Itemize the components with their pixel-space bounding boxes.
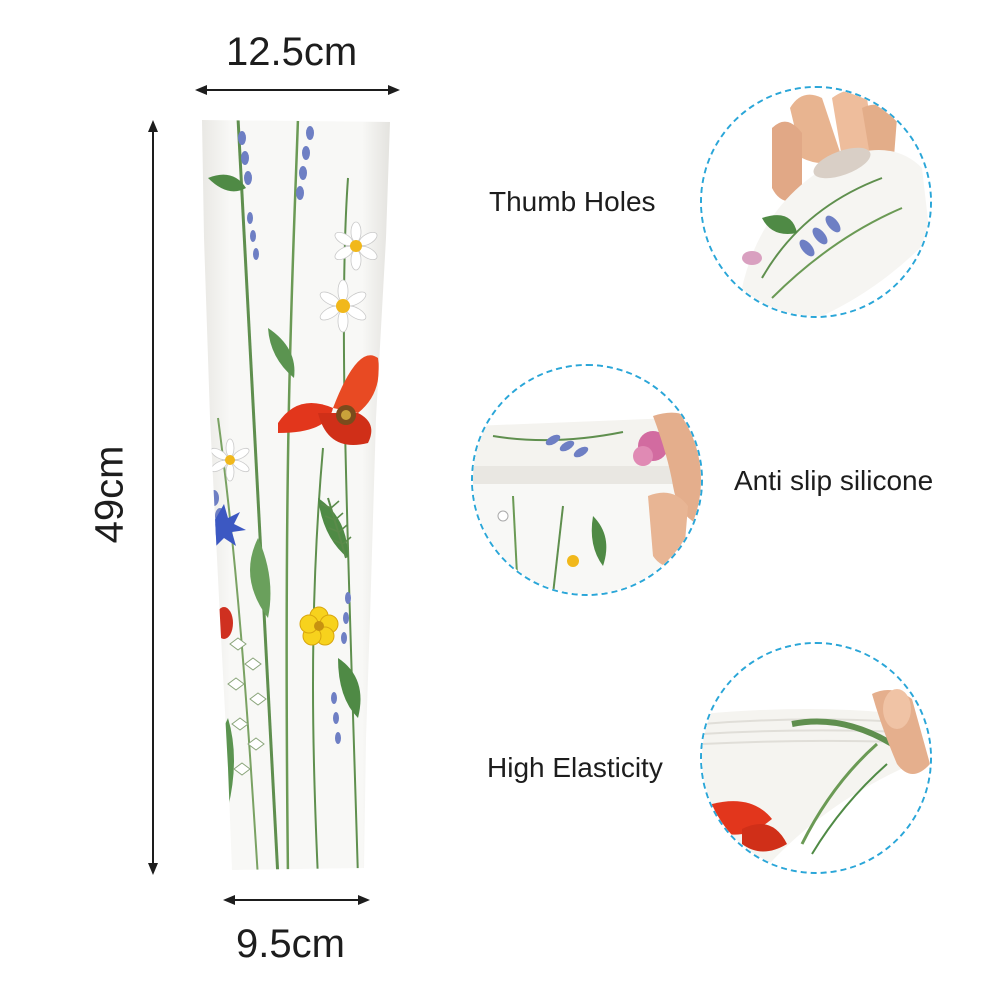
top-width-arrow	[195, 85, 400, 95]
feature-label-high-elasticity: High Elasticity	[487, 752, 663, 783]
feature-label-thumb-holes: Thumb Holes	[489, 186, 656, 217]
top-width-label: 12.5cm	[226, 30, 358, 74]
length-label: 49cm	[87, 445, 132, 544]
arm-sleeve-image	[202, 120, 390, 870]
thumb-hole-detail-image	[700, 86, 932, 318]
feature-label-anti-slip-silicone: Anti slip silicone	[734, 465, 934, 496]
length-arrow	[148, 120, 158, 875]
silicone-band-detail-image	[471, 364, 703, 596]
bottom-width-label: 9.5cm	[236, 922, 345, 966]
bottom-width-arrow	[223, 895, 370, 905]
stretch-detail-image	[700, 642, 932, 874]
